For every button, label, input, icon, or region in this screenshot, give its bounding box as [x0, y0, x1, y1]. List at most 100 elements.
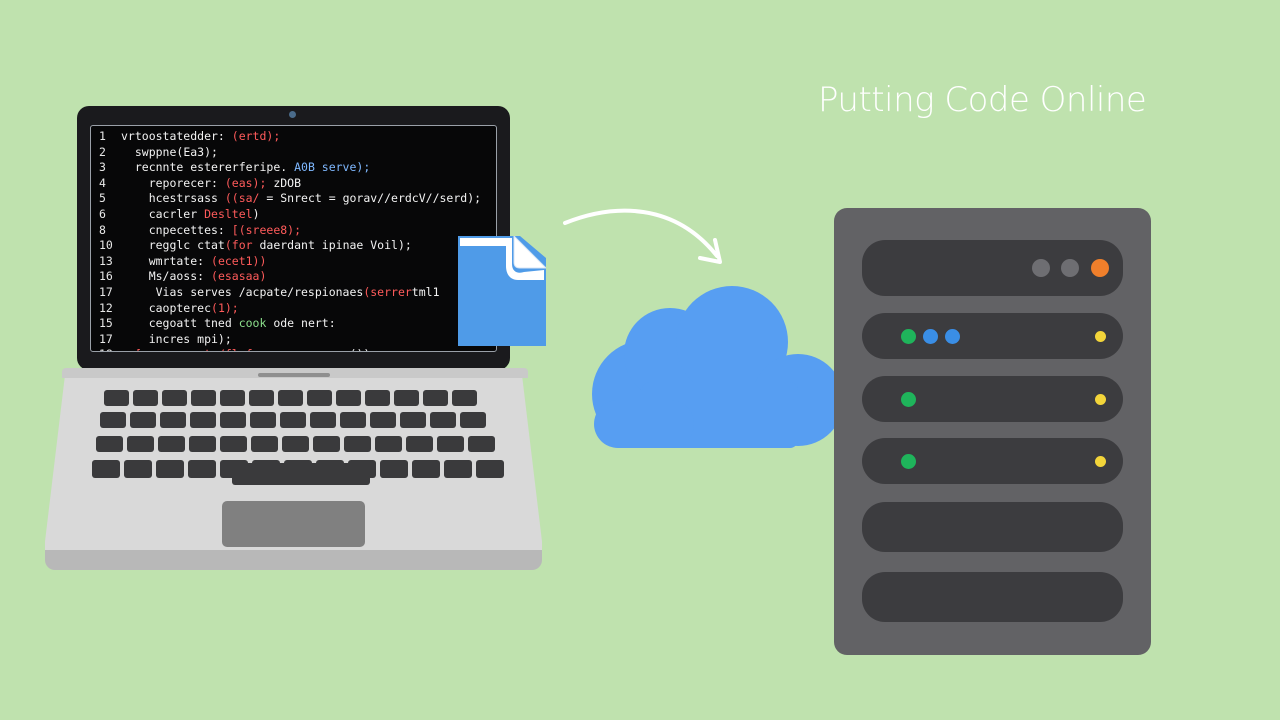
keyboard-key	[162, 390, 187, 406]
code-token: hcestrsass	[121, 191, 225, 206]
server-slot	[862, 438, 1123, 484]
line-number: 3	[99, 160, 106, 175]
code-token: vrtoostatedder:	[121, 129, 232, 143]
line-number: 16	[99, 269, 113, 284]
code-line: 4 reporecer: (eas); zDOB	[91, 176, 496, 192]
code-line: 5 hcestrsass ((sa/ = Snrect = gorav//erd…	[91, 191, 496, 207]
keyboard-key	[365, 390, 390, 406]
keyboard-key	[96, 436, 123, 452]
code-text: vrtoostatedder: (ertd);	[121, 129, 280, 145]
status-light	[1094, 393, 1106, 405]
code-token: (ertd);	[231, 129, 281, 143]
code-token: [	[121, 347, 149, 351]
status-light	[1094, 330, 1106, 342]
code-token: (esasaa)	[211, 269, 267, 284]
code-line: 1 vrtoostatedder: (ertd);	[91, 129, 496, 145]
code-token: tml1	[411, 284, 440, 299]
cloud-icon	[592, 286, 844, 448]
code-token: cook	[238, 316, 274, 331]
line-number: 5	[99, 191, 106, 206]
code-line: 6 cacrler Desltel)	[91, 207, 496, 223]
server-slot	[862, 240, 1123, 296]
keyboard-key	[190, 412, 216, 428]
code-text: hcestrsass ((sa/ = Snrect = gorav//erdcV…	[121, 191, 481, 207]
code-line: 15 cegoatt tned cook ode nert:	[91, 316, 496, 332]
code-token: (serrer	[363, 284, 412, 299]
keyboard-key	[220, 412, 246, 428]
status-light	[944, 328, 960, 344]
code-token: A0B serve);	[294, 160, 371, 175]
keyboard-key	[220, 390, 245, 406]
code-token: (1);	[211, 300, 239, 315]
code-token: wmrtate:	[121, 253, 212, 268]
line-number: 17	[99, 331, 113, 346]
keyboard-key	[307, 390, 332, 406]
code-text: cnpecettes: [(sreee8);	[121, 223, 301, 239]
code-token: zDOB	[273, 175, 302, 190]
status-light	[900, 453, 916, 469]
keyboard-key	[127, 436, 154, 452]
code-text: swppne(Ea3);	[121, 145, 218, 161]
keyboard-key	[278, 390, 303, 406]
code-text: regglc ctat(for daerdant ipinae Voil);	[121, 238, 412, 254]
line-number: 4	[99, 175, 106, 190]
keyboard-key	[130, 412, 156, 428]
line-number: 12	[99, 300, 113, 315]
page-title: Putting Code Online	[818, 80, 1147, 120]
code-text: cacrler Desltel)	[121, 207, 260, 223]
code-token: regglc ctat	[121, 238, 225, 253]
code-text: wmrtate: (ecet1))	[121, 253, 267, 270]
keyboard-key	[156, 460, 184, 478]
keyboard-key	[380, 460, 408, 478]
code-line: 10 regglc ctat(for daerdant ipinae Voil)…	[91, 238, 496, 254]
laptop-hinge-notch	[258, 373, 330, 377]
code-token: ccasecte/flefager	[163, 347, 288, 351]
keyboard-key	[124, 460, 152, 478]
line-number: 1	[99, 129, 106, 143]
keyboard-key	[313, 436, 340, 452]
code-token: (ecet1))	[211, 253, 267, 268]
status-light	[1094, 455, 1106, 467]
keyboard-key	[250, 412, 276, 428]
code-token: ((sa/	[224, 191, 267, 206]
status-light	[1032, 259, 1050, 277]
keyboard-key	[220, 436, 247, 452]
code-line: 17 incres mpi);	[91, 332, 496, 348]
keyboard-key	[468, 436, 495, 452]
keyboard-key	[249, 390, 274, 406]
line-number: 13	[99, 253, 113, 268]
code-text: Vias serves /acpate/respionaes(serrertml…	[121, 285, 440, 301]
code-token: daerdant ipinae Voil);	[259, 238, 412, 253]
keyboard-key	[104, 390, 129, 406]
code-line: 3 recnnte estererferipe. A0B serve);	[91, 160, 496, 176]
keyboard-key	[444, 460, 472, 478]
code-token: ·	[149, 347, 163, 351]
code-token: cegoatt tned	[121, 316, 239, 331]
keyboard-key	[344, 436, 371, 452]
line-number: 15	[99, 316, 113, 331]
code-text: Ms/aoss: (esasaa)	[121, 269, 267, 285]
server-slot	[862, 313, 1123, 359]
space-bar	[232, 463, 370, 485]
server-icon	[834, 208, 1151, 655]
code-line: 13 wmrtate: (ecet1))	[91, 254, 496, 270]
code-token: Ea3);	[183, 144, 218, 159]
status-light	[900, 391, 916, 407]
keyboard-key	[394, 390, 419, 406]
keyboard-key	[310, 412, 336, 428]
code-token: recnnte estererferipe.	[121, 160, 295, 175]
server-slot	[862, 376, 1123, 422]
code-token: Ms/aoss:	[121, 269, 212, 284]
keyboard-key	[340, 412, 366, 428]
code-token: ode nert:	[273, 316, 336, 331]
keyboard-key	[375, 436, 402, 452]
status-light	[922, 328, 938, 344]
code-text: reporecer: (eas); zDOB	[121, 176, 301, 192]
code-text: caopterec(1);	[121, 301, 239, 317]
code-line: 18 [ · ccasecte/flefager ~= covere())	[91, 347, 496, 351]
code-text: incres mpi);	[121, 332, 232, 348]
code-token: ~=	[287, 347, 308, 351]
code-line: 16 Ms/aoss: (esasaa)	[91, 269, 496, 285]
